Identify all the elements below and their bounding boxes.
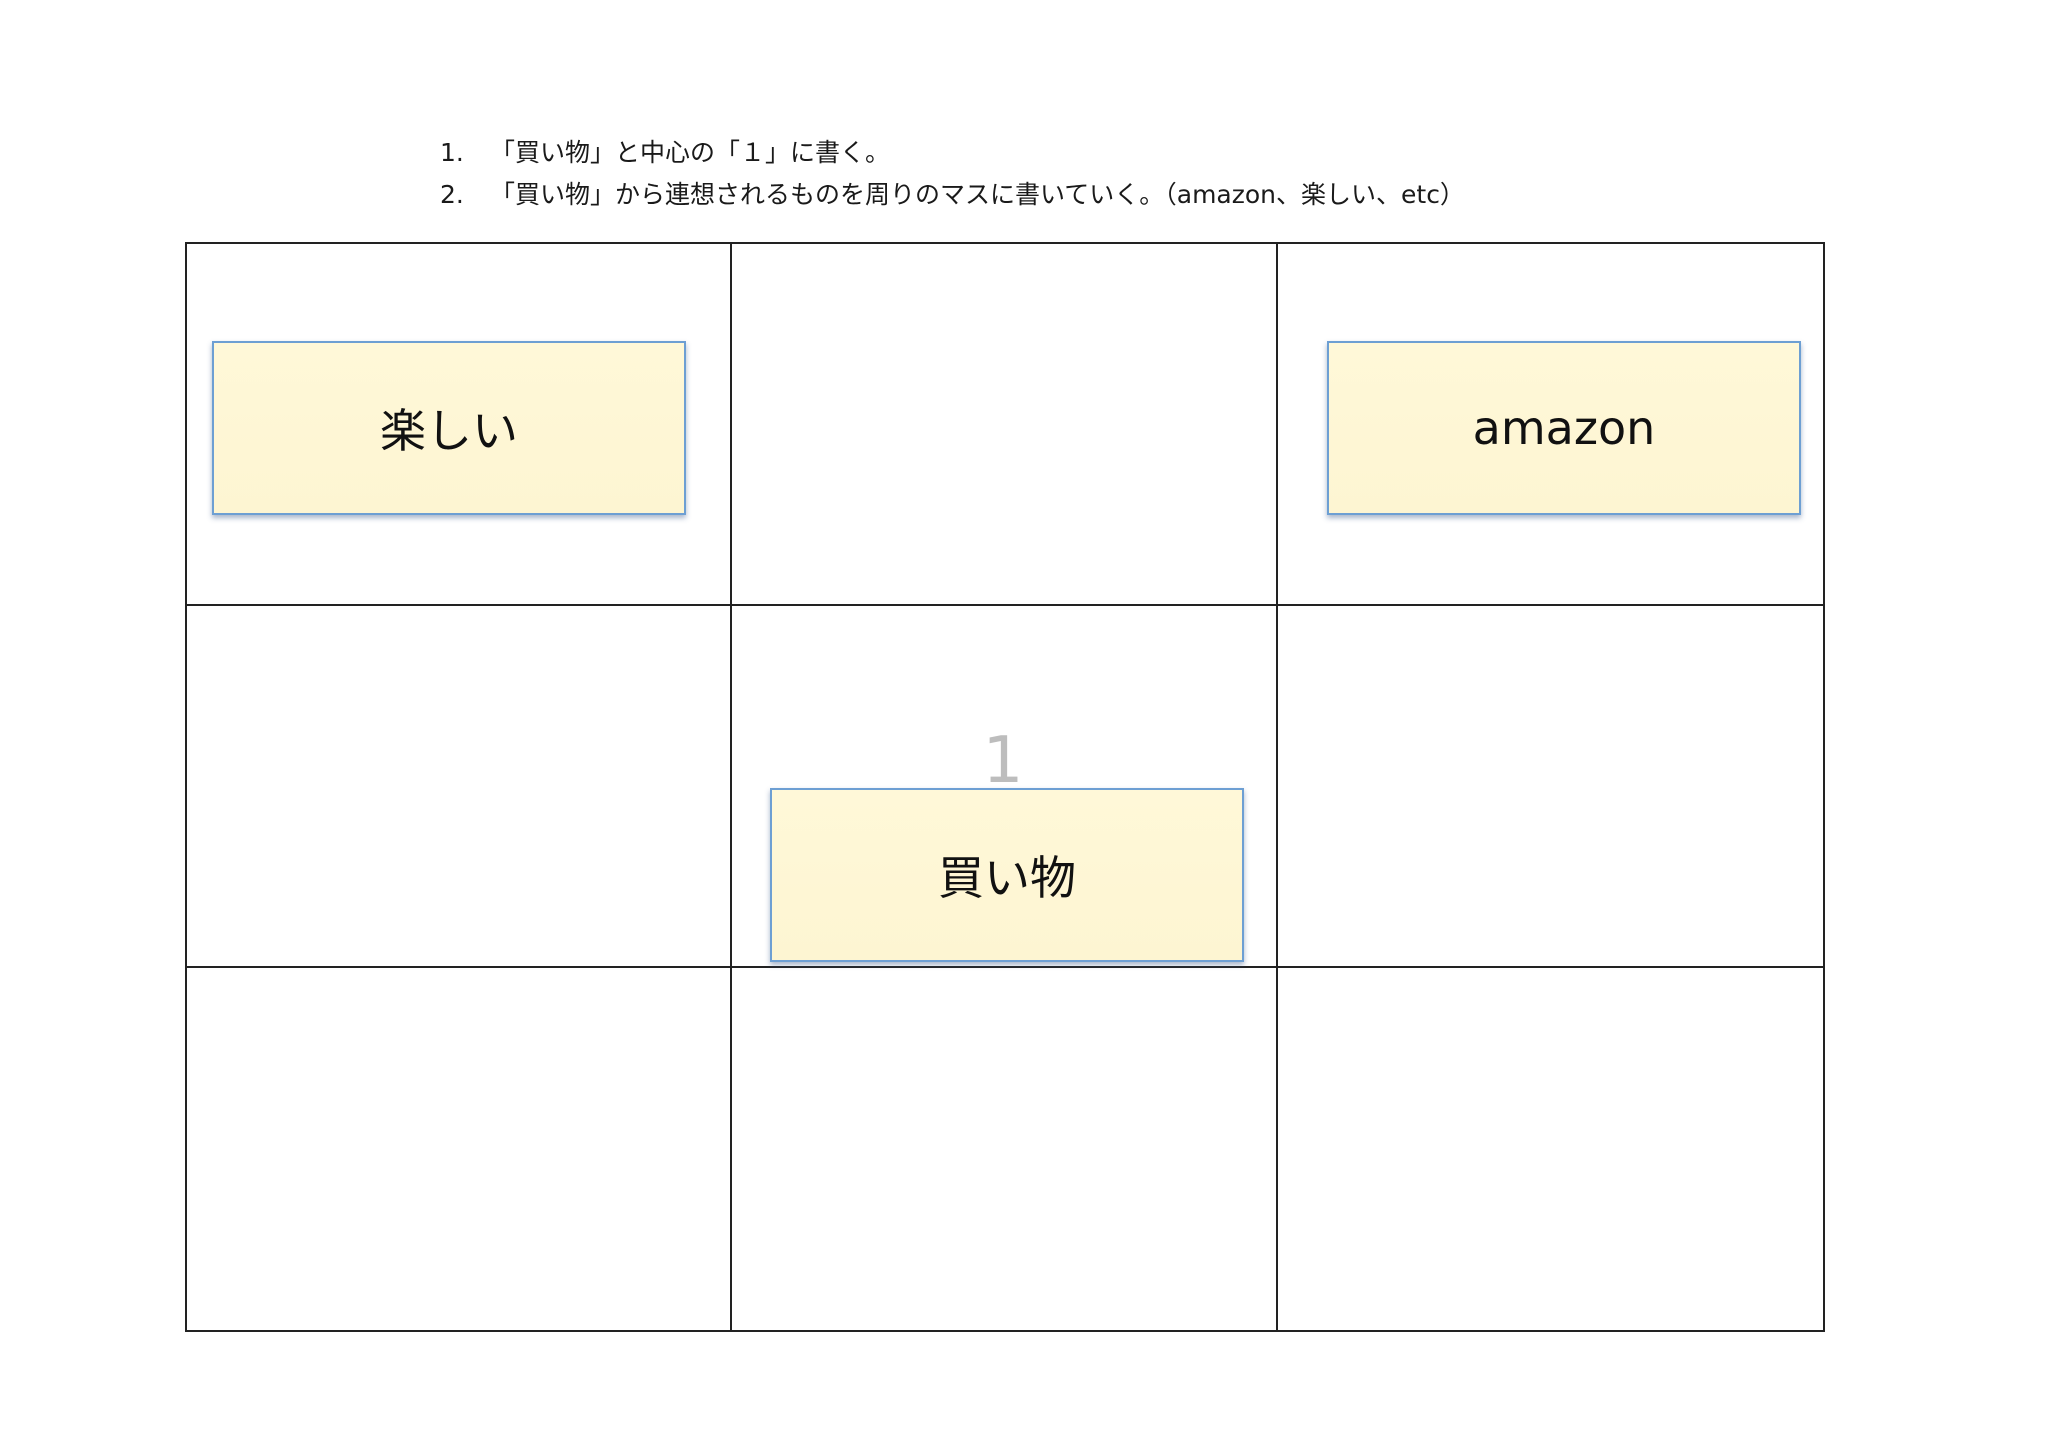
grid-cell-top-left[interactable]: [187, 244, 733, 606]
instruction-number: 2.: [440, 180, 464, 209]
grid-cell-top-center[interactable]: [732, 244, 1278, 606]
instruction-step-1: 1. 「買い物」と中心の「１」に書く。: [440, 132, 1640, 174]
grid-cell-bottom-left[interactable]: [187, 968, 733, 1330]
instruction-number: 1.: [440, 138, 464, 167]
center-number: 1: [982, 730, 1024, 792]
instruction-step-2: 2. 「買い物」から連想されるものを周りのマスに書いていく。（amazon、楽し…: [440, 174, 1640, 216]
sticky-note-fun[interactable]: 楽しい: [212, 341, 686, 515]
grid-cell-middle-left[interactable]: [187, 606, 733, 968]
mandala-grid: [185, 242, 1825, 1332]
grid-cell-center[interactable]: [732, 606, 1278, 968]
grid-cell-bottom-right[interactable]: [1278, 968, 1823, 1330]
grid-cell-top-right[interactable]: [1277, 244, 1823, 606]
instruction-text: 「買い物」から連想されるものを周りのマスに書いていく。（amazon、楽しい、e…: [490, 180, 1465, 209]
grid-cell-bottom-center[interactable]: [732, 968, 1278, 1330]
grid-cell-middle-right[interactable]: [1277, 606, 1823, 968]
instructions: 1. 「買い物」と中心の「１」に書く。 2. 「買い物」から連想されるものを周り…: [440, 132, 1640, 216]
sticky-note-shopping[interactable]: 買い物: [770, 788, 1244, 962]
sticky-note-amazon[interactable]: amazon: [1327, 341, 1801, 515]
instruction-text: 「買い物」と中心の「１」に書く。: [490, 138, 891, 167]
